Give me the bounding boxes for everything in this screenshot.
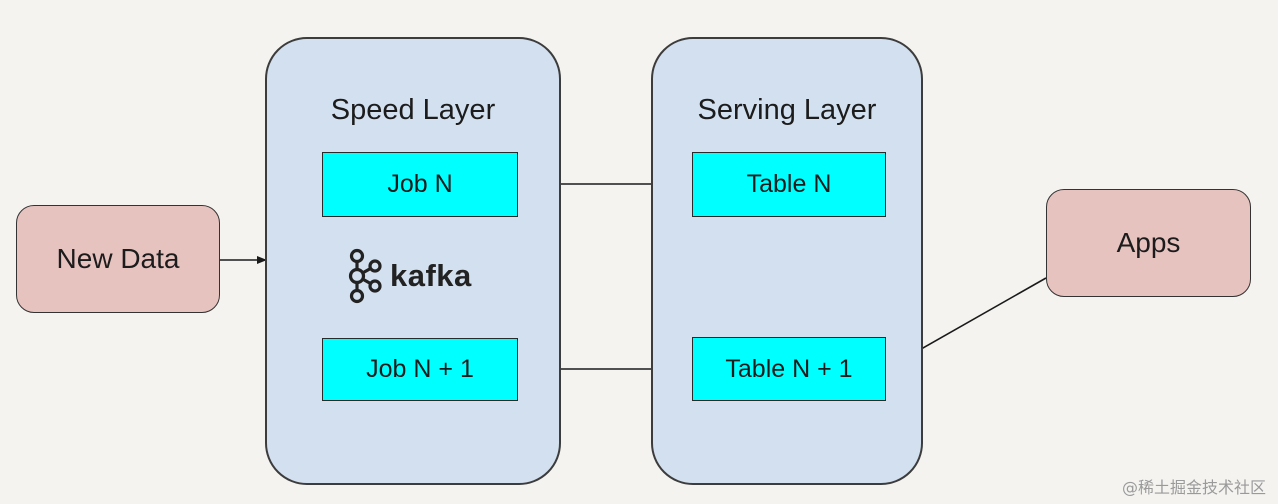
table-n-box: Table N — [692, 152, 886, 217]
new-data-node: New Data — [16, 205, 220, 313]
table-n-plus-1-box: Table N + 1 — [692, 337, 886, 401]
kafka-icon — [348, 248, 382, 304]
watermark-text: @稀土掘金技术社区 — [1121, 478, 1266, 497]
serving-layer: Serving Layer — [651, 37, 923, 485]
speed-layer-title: Speed Layer — [330, 94, 496, 126]
speed-layer: Speed Layer — [265, 37, 561, 485]
serving-layer-title: Serving Layer — [697, 94, 877, 126]
kafka-logo-text: kafka — [390, 258, 472, 293]
job-n-box: Job N — [322, 152, 518, 217]
job-n-plus-1-box: Job N + 1 — [322, 338, 518, 401]
kafka-logo: kafka — [346, 248, 472, 304]
apps-node: Apps — [1046, 189, 1251, 297]
